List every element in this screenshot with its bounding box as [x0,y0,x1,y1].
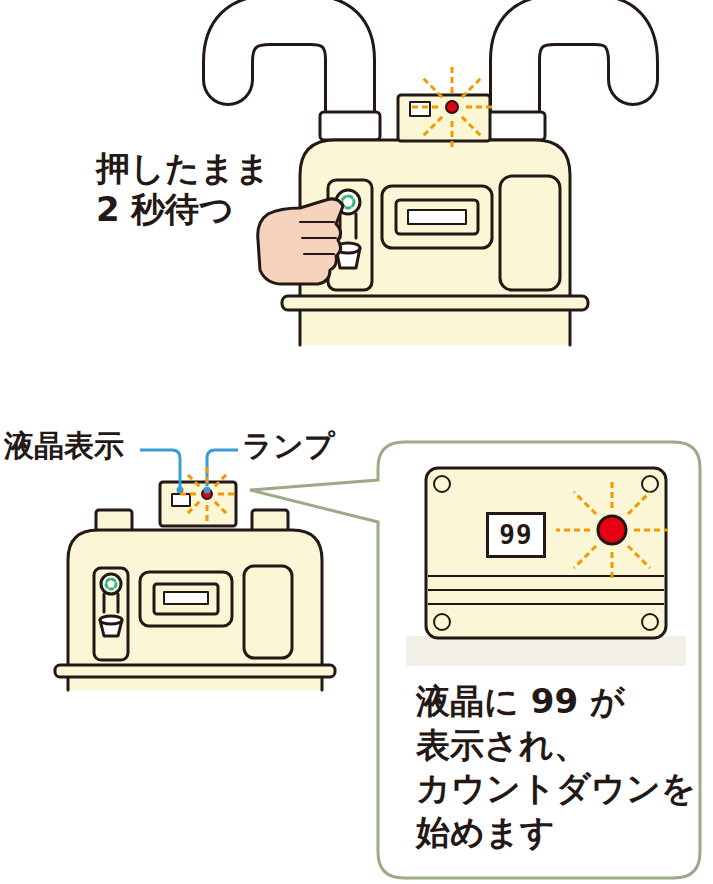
drawing-line [206,464,209,483]
drawing-rect [398,95,490,141]
drawing-path [300,222,336,254]
drawing-path [104,594,118,612]
drawing-circle [434,614,450,630]
drawing-line [462,117,483,138]
drawing-path [228,20,350,125]
drawing-line [177,493,196,496]
drawing-circle [106,579,116,589]
drawing-circle [204,487,211,494]
drawing-line [215,473,228,486]
drawing-line [206,505,209,524]
drawing-ellipse [100,616,122,624]
drawing-line [628,492,650,514]
lcd-display: 99 [486,512,546,558]
annotation-label: ランプ [242,428,335,465]
drawing-circle [177,487,184,494]
drawing-path [515,20,633,125]
drawing-line [574,546,596,568]
drawing-rect [396,200,478,234]
callout-bubble: 液晶に 99 が 表示され、 カウントダウンを 始めます 99 [376,440,702,880]
drawing-line [186,502,199,515]
drawing-rect [140,572,232,626]
drawing-rect [408,210,466,224]
drawing-line [574,492,596,514]
drawing-line [215,502,228,515]
drawing-line [466,106,496,109]
drawing-g [428,476,664,630]
annotation-label: 押したまま 2 秒待つ [96,148,286,231]
drawing-circle [446,101,458,113]
drawing-rect [94,568,128,660]
drawing-path [428,576,664,604]
annotation-label: 液晶表示 [4,428,124,465]
lcd-digits: 99 [499,522,532,548]
drawing-line [451,121,454,151]
drawing-path [140,450,180,488]
drawing-circle [598,516,626,544]
drawing-rect [172,494,190,506]
drawing-path [515,20,633,125]
drawing-line [462,76,483,97]
drawing-rect [55,665,335,677]
drawing-circle [434,476,450,492]
drawing-line [556,529,590,532]
drawing-line [611,480,614,508]
drawing-rect [485,112,545,140]
drawing-path [250,442,700,878]
drawing-rect [154,584,218,614]
drawing-rect [164,592,208,604]
drawing-line [421,76,442,97]
drawing-rect [406,636,686,666]
drawing-circle [642,476,658,492]
drawing-rect [160,482,236,526]
drawing-rect [382,186,492,248]
callout-text: 液晶に 99 が 表示され、 カウントダウンを 始めます [416,680,696,854]
drawing-rect [410,102,430,116]
drawing-rect [282,296,588,310]
drawing-line [421,117,442,138]
drawing-rect [244,566,292,658]
drawing-g [556,480,668,580]
drawing-path [228,20,350,125]
drawing-line [408,106,438,109]
drawing-path [340,214,356,238]
drawing-g [140,450,238,488]
drawing-line [634,529,668,532]
drawing-rect [500,176,560,290]
drawing-path [207,450,238,486]
drawing-line [218,493,237,496]
drawing-line [628,546,650,568]
drawing-line [611,552,614,580]
drawing-rect [320,112,380,140]
drawing-line [186,473,199,486]
drawing-line [451,63,454,93]
drawing-path [258,199,343,284]
drawing-rect [426,468,666,638]
drawing-circle [642,614,658,630]
drawing-circle [101,574,121,594]
